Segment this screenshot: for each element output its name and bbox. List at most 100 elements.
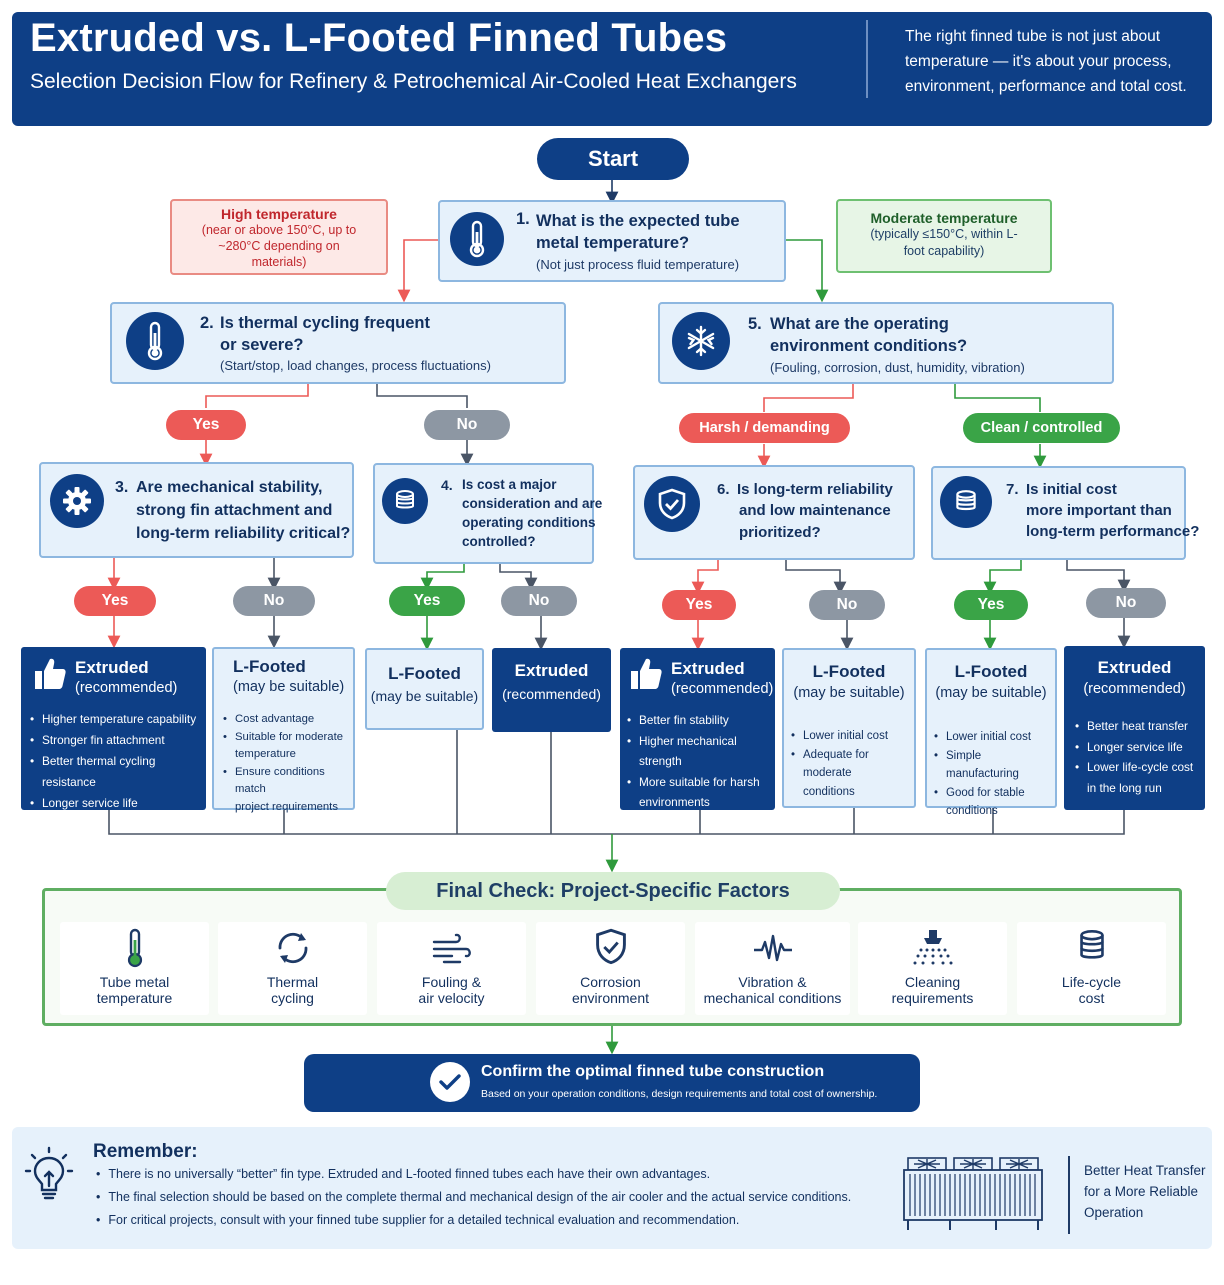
result-1-extruded: Extruded (recommended) Higher temperatur… <box>21 647 209 814</box>
q4-no-pill: No <box>501 586 577 616</box>
final-check-title: Final Check: Project-Specific Factors <box>386 872 840 910</box>
question-7-line-2: more important than <box>1026 502 1172 519</box>
factor-label-line-2: cycling <box>271 990 314 1006</box>
q3-yes-pill: Yes <box>74 586 156 616</box>
result-5-extruded: Extruded (recommended) Better fin stabil… <box>620 648 775 810</box>
question-7-number: 7. <box>1006 481 1019 498</box>
harsh-demanding-pill: Harsh / demanding <box>679 413 850 443</box>
moderate-temperature-title: Moderate temperature <box>870 210 1018 226</box>
result-3-subtitle: (may be suitable) <box>370 688 479 704</box>
result-5-item: Higher mechanical strength <box>626 731 774 772</box>
result-3-l-footed: L-Footed (may be suitable) <box>365 648 484 730</box>
result-6-item: conditions <box>803 785 855 798</box>
coins-icon <box>940 476 992 528</box>
result-1-subtitle: (recommended) <box>75 680 178 696</box>
factor-vibration-mechanical: Vibration &mechanical conditions <box>695 922 850 1015</box>
result-2-item: Ensure conditions match <box>222 764 356 799</box>
result-3-title: L-Footed <box>388 664 461 683</box>
factor-label-line-2: cost <box>1078 990 1105 1006</box>
result-7-list: Lower initial cost Simple manufacturing … <box>933 728 1057 821</box>
wind-icon <box>430 928 474 973</box>
high-temperature-title: High temperature <box>221 206 337 222</box>
result-2-title: L-Footed <box>233 657 306 676</box>
factor-fouling-air-velocity: Fouling &air velocity <box>377 922 526 1015</box>
shield-check-icon <box>644 476 700 532</box>
result-8-title: Extruded <box>1097 658 1172 677</box>
factor-label-line-2: requirements <box>891 990 974 1006</box>
question-1-text: What is the expected tube metal temperat… <box>536 212 740 252</box>
thermometer-icon <box>450 212 504 266</box>
factor-label-line-2: environment <box>571 990 650 1006</box>
result-7-subtitle: (may be suitable) <box>935 685 1047 701</box>
result-6-list: Lower initial cost Adequate for moderate… <box>790 727 916 801</box>
factor-label-line-1: Vibration & <box>738 974 807 990</box>
result-5-item: More suitable for harsh <box>626 772 774 793</box>
factor-label-line-1: Thermal <box>266 974 319 990</box>
q2-yes-pill: Yes <box>166 410 246 440</box>
remember-item: For critical projects, consult with your… <box>96 1213 739 1227</box>
result-2-subtitle: (may be suitable) <box>233 679 345 695</box>
q2-no-pill: No <box>424 410 510 440</box>
shield-icon <box>594 928 628 971</box>
question-2-number: 2. <box>200 314 214 332</box>
result-5-title: Extruded <box>671 659 745 678</box>
question-4-line-1: Is cost a major <box>462 477 557 492</box>
lightbulb-icon <box>24 1146 74 1209</box>
moderate-temperature-note: Moderate temperature (typically ≤150°C, … <box>836 199 1052 273</box>
remember-divider <box>1068 1156 1070 1234</box>
result-4-extruded: Extruded (recommended) <box>492 648 611 732</box>
q7-yes-pill: Yes <box>954 590 1028 620</box>
question-4-line-2: consideration and are <box>462 496 603 511</box>
factor-label-line-1: Life-cycle <box>1061 974 1122 990</box>
snowflake-icon <box>672 312 730 370</box>
q4-yes-pill: Yes <box>389 586 465 616</box>
result-7-title: L-Footed <box>954 662 1028 681</box>
result-8-extruded: Extruded (recommended) Better heat trans… <box>1064 646 1205 810</box>
check-circle-icon <box>430 1062 470 1102</box>
result-7-item: Good for stable <box>933 784 1057 803</box>
result-8-item: Better heat transfer <box>1074 716 1204 737</box>
question-5-number: 5. <box>748 315 762 333</box>
question-1-number: 1. <box>516 210 530 228</box>
question-5-subtext: (Fouling, corrosion, dust, humidity, vib… <box>770 360 1025 375</box>
thumbs-up-icon <box>629 655 663 696</box>
confirm-subtitle: Based on your operation conditions, desi… <box>481 1088 878 1100</box>
factor-label-line-1: Corrosion <box>580 974 641 990</box>
confirm-title: Confirm the optimal finned tube construc… <box>481 1063 825 1080</box>
result-2-item: project requirements <box>235 800 338 813</box>
thermometer-icon <box>123 928 147 973</box>
question-4-line-3: operating conditions <box>462 515 596 530</box>
start-node: Start <box>537 138 689 180</box>
question-5-line-2: environment conditions? <box>770 337 968 355</box>
high-temperature-note: High temperature (near or above 150°C, u… <box>170 199 388 275</box>
question-6-line-1: Is long-term reliability <box>737 481 893 498</box>
result-7-item: Lower initial cost <box>933 728 1057 747</box>
factor-label-line-1: Tube metal <box>99 974 170 990</box>
question-2-line-2: or severe? <box>220 336 304 354</box>
factor-label-line-1: Cleaning <box>904 974 961 990</box>
result-5-item: Better fin stability <box>626 710 774 731</box>
coins-icon <box>1075 928 1109 971</box>
factor-label-line-2: air velocity <box>418 990 485 1006</box>
air-cooler-illustration <box>902 1152 1044 1239</box>
clean-controlled-pill: Clean / controlled <box>963 413 1120 443</box>
factor-label-line-2: temperature <box>96 990 173 1006</box>
result-8-item: Lower life-cycle cost <box>1074 757 1204 778</box>
vibration-wave-icon <box>751 928 795 973</box>
result-1-item: Better thermal cycling resistance <box>29 751 209 793</box>
page-subtitle: Selection Decision Flow for Refinery & P… <box>30 70 797 93</box>
question-1-subtext: (Not just process fluid temperature) <box>536 257 740 272</box>
cycle-arrows-icon <box>273 928 313 973</box>
question-3-line-2: strong fin attachment and <box>136 502 333 519</box>
question-7-line-3: long-term performance? <box>1026 523 1200 540</box>
header-tagline: The right finned tube is not just about … <box>905 28 1187 95</box>
result-5-list: Better fin stability Higher mechanical s… <box>626 710 774 813</box>
factor-label-line-1: Fouling & <box>421 974 482 990</box>
question-3-line-3: long-term reliability critical? <box>136 525 351 542</box>
question-6-line-2: and low maintenance <box>739 502 891 519</box>
thermometer-icon <box>126 312 184 370</box>
